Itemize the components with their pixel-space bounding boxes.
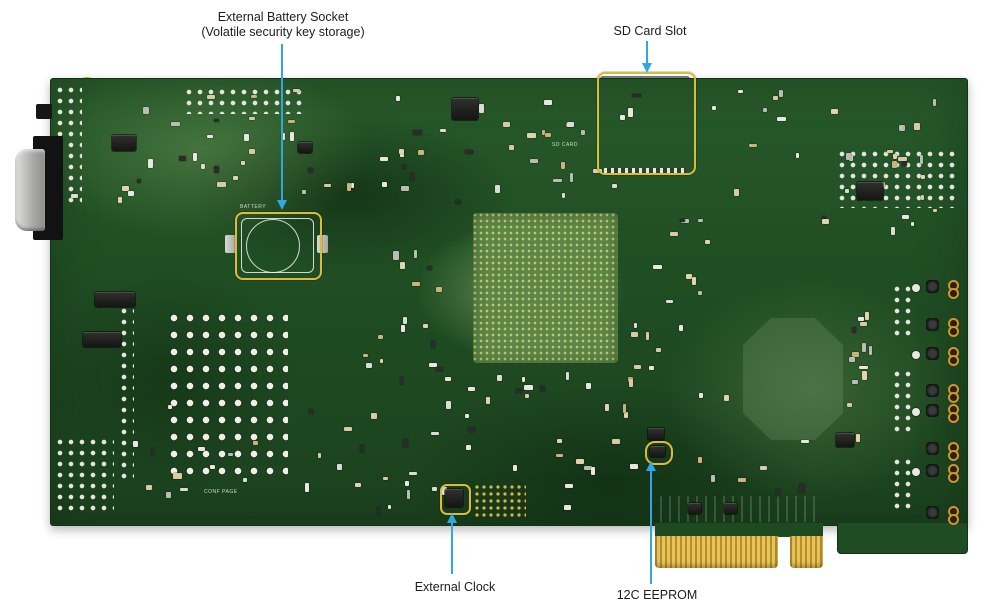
serpentine-traces [660,496,818,522]
battery-callout-line1: External Battery Socket [217,10,349,24]
pcie-gold-fingers-long [655,536,778,568]
edge-button [926,384,939,397]
bottom-left-pads [56,438,114,514]
gold-ring-pad [948,326,959,337]
edge-button [926,347,939,360]
solder-dot [912,468,920,476]
battery-pad [225,235,236,253]
battery-coin-outline [246,219,300,273]
battery-socket-highlight [235,212,322,280]
bga-via-array [473,213,618,363]
edge-button [926,442,939,455]
gold-ring-pad [948,355,959,366]
clock-highlight [440,484,471,515]
sd-leader-line [646,41,648,64]
eeprom-arrowhead [646,461,656,471]
bga-outline-octagon [743,318,843,440]
edge-button [926,464,939,477]
through-hole-grid [168,312,288,477]
gold-ring-pad [948,514,959,525]
board-bottom-right-step [837,523,968,554]
clock-leader-line [451,522,453,574]
battery-callout-line2: (Volatile security key storage) [201,25,365,39]
eeprom-highlight [645,441,673,465]
sd-arrowhead [642,63,652,73]
gold-ring-pad [948,392,959,403]
eeprom-leader-line [650,470,652,584]
gold-ring-pad [948,288,959,299]
pcie-tab-base [655,523,823,537]
gold-pad-block [474,484,526,518]
solder-dot [912,351,920,359]
pcie-gold-fingers-short [790,536,823,568]
eeprom-callout-text: 12C EEPROM [616,588,698,602]
sd-slot-pins [604,168,686,174]
left-pad-column [120,296,134,484]
top-left-pad-rows [185,88,305,114]
clock-arrowhead [447,513,457,523]
solder-dot [912,408,920,416]
battery-callout-label: External Battery Socket (Volatile securi… [163,10,403,40]
solder-dot [912,284,920,292]
right-pad-cluster [893,458,915,510]
sd-callout-label: SD Card Slot [570,24,730,39]
battery-silkscreen-label: BATTERY [240,204,267,210]
edge-button [926,506,939,519]
edge-button [926,404,939,417]
dsub-connector-shell [15,149,45,231]
edge-button [926,280,939,293]
right-pad-cluster [893,370,915,432]
side-switch [36,104,52,119]
right-pad-cluster [893,285,915,337]
gold-ring-pad [948,472,959,483]
sd-callout-text: SD Card Slot [613,24,687,38]
sd-silkscreen-label: SD CARD [552,142,579,148]
gold-ring-pad [948,450,959,461]
conf-page-silkscreen-label: CONF PAGE [204,489,238,495]
clock-callout-label: External Clock [375,580,535,595]
clock-chip [445,489,463,507]
battery-pad [317,235,328,253]
gold-ring-pad [948,412,959,423]
sd-slot-highlight [597,72,696,175]
top-right-pad-rows [838,150,956,208]
clock-callout-text: External Clock [414,580,496,594]
battery-leader-line [281,44,283,202]
edge-button [926,318,939,331]
eeprom-callout-label: 12C EEPROM [577,588,737,603]
battery-arrowhead [277,200,287,210]
eeprom-chip [650,446,665,457]
